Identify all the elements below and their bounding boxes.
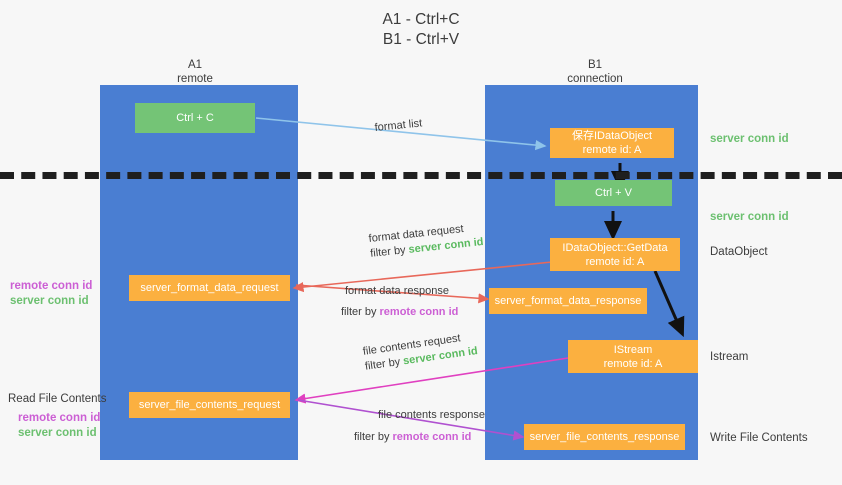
node-server-file-contents-request[interactable]: server_file_contents_request [129, 392, 290, 418]
left-label-read-file-contents: Read File Contents [8, 393, 107, 405]
edge-label-file-contents-response: file contents response filter by remote … [354, 408, 486, 445]
left-label-remote-conn-id-bottom: remote conn id [18, 412, 101, 424]
edge-label-format-data-response-text: format data response [345, 285, 449, 297]
column-heading-b1: B1 connection [567, 59, 623, 85]
column-heading-a1: A1 remote [177, 59, 213, 85]
left-label-server-conn-id-mid: server conn id [10, 295, 89, 307]
edge-label-file-contents-response-filter-prefix: filter by [354, 431, 393, 443]
node-ctrl-v[interactable]: Ctrl + V [555, 180, 672, 206]
edge-label-file-contents-response-text: file contents response [378, 409, 486, 421]
right-label-istream: Istream [710, 351, 749, 363]
node-idataobject-getdata[interactable]: IDataObject::GetData remote id: A [550, 238, 680, 271]
node-server-format-data-request[interactable]: server_format_data_request [129, 275, 290, 301]
node-ctrl-c[interactable]: Ctrl + C [135, 103, 255, 133]
edge-label-format-data-request: format data request filter by server con… [368, 220, 484, 262]
left-label-remote-conn-id-mid: remote conn id [10, 280, 93, 292]
edge-label-format-data-response-filter-value: remote conn id [379, 306, 459, 318]
edge-label-format-data-response-filter-prefix: filter by [341, 306, 380, 318]
edge-label-format-data-response: format data response filter by remote co… [341, 284, 459, 320]
edge-label-format-list: format list [374, 116, 423, 136]
edge-label-file-contents-request-filter-prefix: filter by [364, 355, 405, 373]
right-label-server-conn-id-top: server conn id [710, 133, 789, 145]
edge-label-file-contents-response-filter-value: remote conn id [392, 431, 472, 443]
node-save-idataobject[interactable]: 保存IDataObject remote id: A [550, 128, 674, 158]
right-label-server-conn-id-mid: server conn id [710, 211, 789, 223]
edge-label-file-contents-request: file contents request filter by server c… [362, 329, 479, 375]
left-label-server-conn-id-bottom: server conn id [18, 427, 97, 439]
horizontal-divider [0, 172, 842, 179]
node-server-format-data-response[interactable]: server_format_data_response [489, 288, 647, 314]
node-server-file-contents-response[interactable]: server_file_contents_response [524, 424, 685, 450]
right-label-dataobject: DataObject [710, 246, 768, 258]
node-istream[interactable]: IStream remote id: A [568, 340, 698, 373]
right-label-write-file-contents: Write File Contents [710, 432, 808, 444]
diagram-title: A1 - Ctrl+C B1 - Ctrl+V [382, 11, 460, 48]
edge-label-format-list-text: format list [374, 117, 423, 134]
edge-label-format-data-request-filter-prefix: filter by [369, 243, 410, 260]
